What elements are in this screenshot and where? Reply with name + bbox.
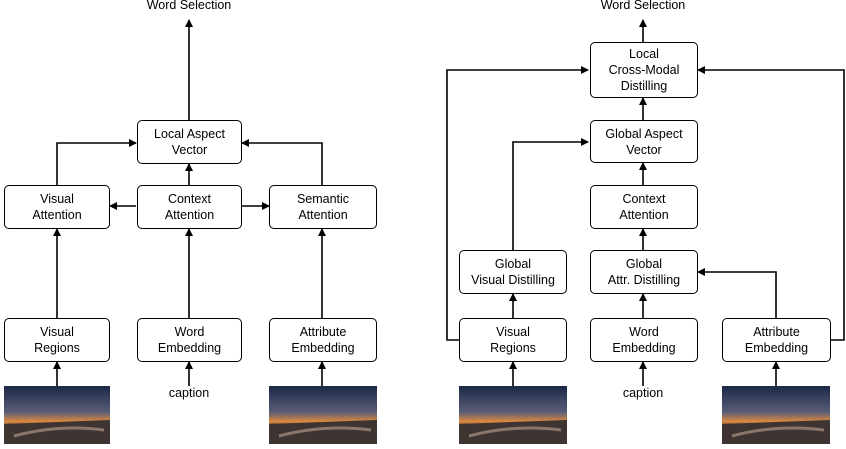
right-input-image-2 (722, 386, 830, 444)
left-caption-label: caption (168, 386, 210, 400)
context-attention-box: Context Attention (137, 185, 242, 229)
global-attr-distilling-box: Global Attr. Distilling (590, 250, 698, 294)
right-input-image-1 (459, 386, 567, 444)
local-aspect-vector-box: Local Aspect Vector (137, 120, 242, 164)
arrow-gvd-to-global-aspect (512, 138, 589, 250)
arrow-attr-embed-to-gad (697, 268, 777, 318)
local-cross-modal-distilling-box: Local Cross-Modal Distilling (590, 42, 698, 98)
arrow-attr-embed-to-local-cm (697, 66, 845, 341)
right-word-selection-label: Word Selection (600, 0, 686, 12)
arrow-semantic-to-local (241, 139, 323, 185)
left-word-selection-label: Word Selection (146, 0, 232, 12)
global-visual-distilling-box: Global Visual Distilling (459, 250, 567, 294)
semantic-attention-box: Semantic Attention (269, 185, 377, 229)
global-aspect-vector-box: Global Aspect Vector (590, 120, 698, 163)
right-context-attention-box: Context Attention (590, 185, 698, 229)
arrow-visual-to-local (56, 139, 137, 185)
right-word-embedding-box: Word Embedding (590, 318, 698, 362)
arrow-visual-regions-to-local-cm (446, 66, 589, 341)
visual-attention-box: Visual Attention (4, 185, 110, 229)
left-word-embedding-box: Word Embedding (137, 318, 242, 362)
right-visual-regions-box: Visual Regions (459, 318, 567, 362)
left-attribute-embedding-box: Attribute Embedding (269, 318, 377, 362)
right-attribute-embedding-box: Attribute Embedding (722, 318, 831, 362)
left-visual-regions-box: Visual Regions (4, 318, 110, 362)
left-input-image-1 (4, 386, 110, 444)
left-input-image-2 (269, 386, 377, 444)
right-caption-label: caption (622, 386, 664, 400)
